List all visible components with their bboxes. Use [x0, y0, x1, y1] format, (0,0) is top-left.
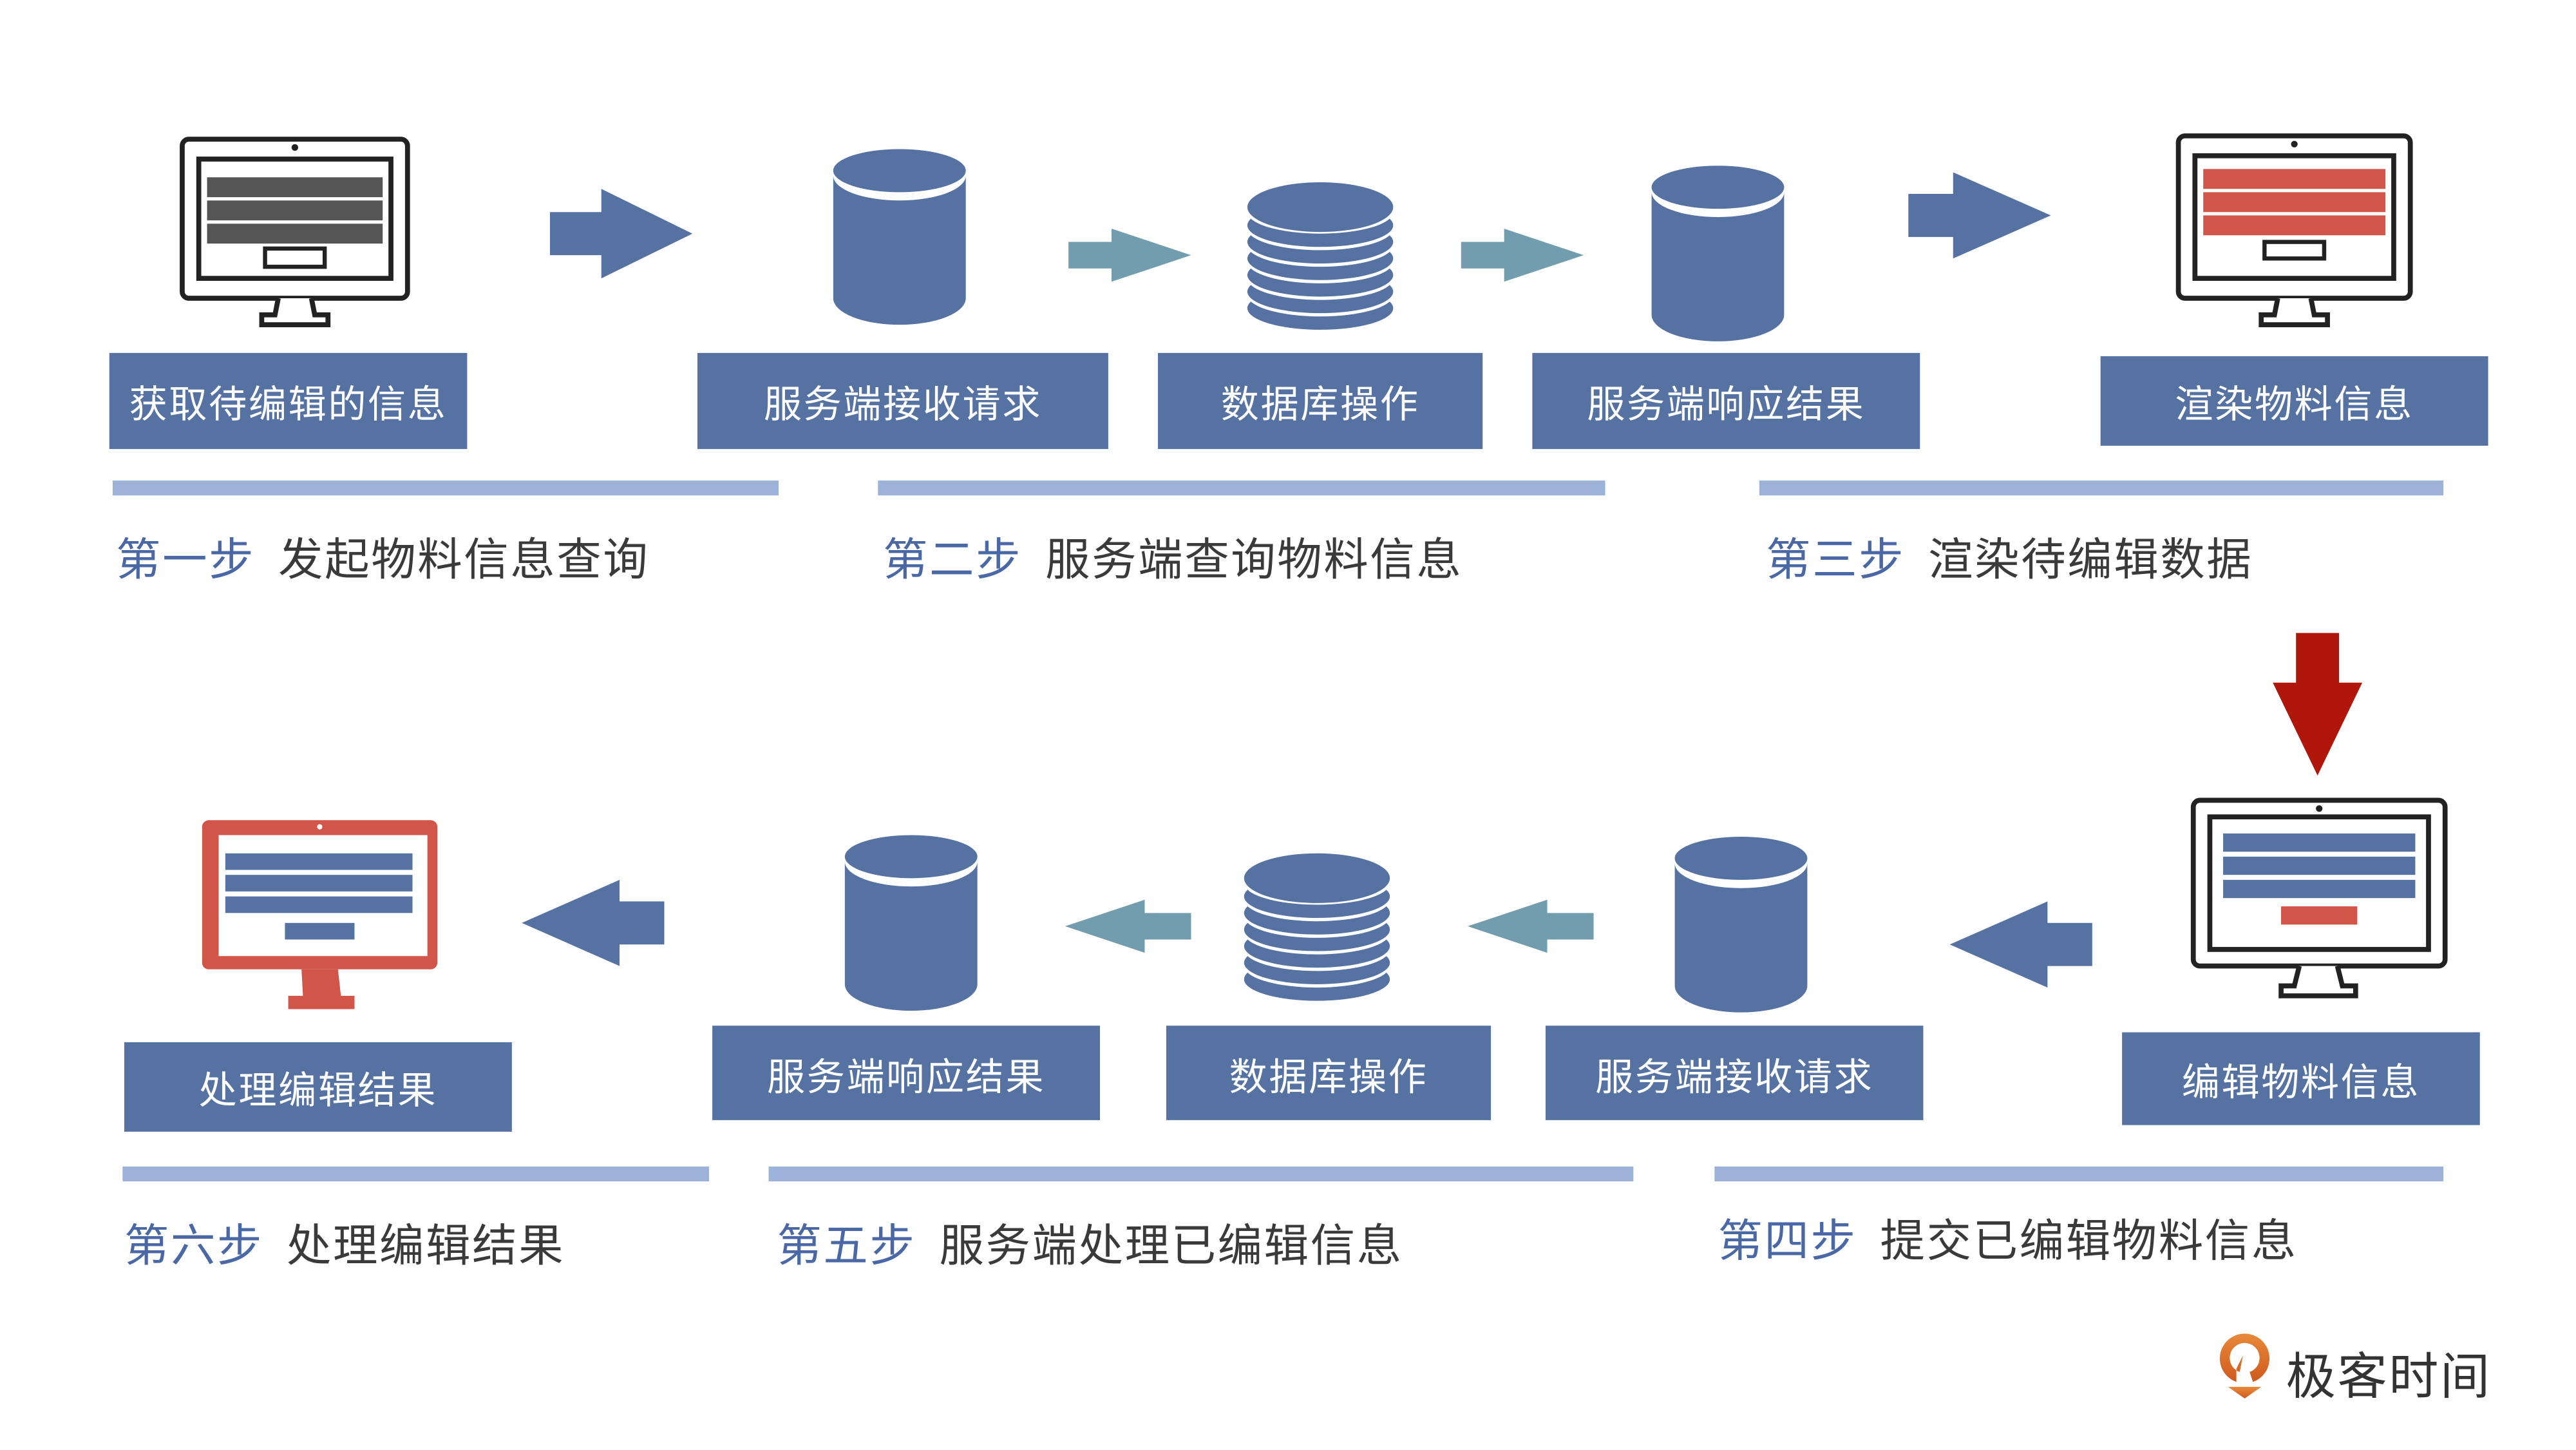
arrow-right-small-icon [1068, 228, 1191, 282]
step-title: 服务端查询物料信息 [1045, 535, 1463, 587]
box-label: 服务端响应结果 [766, 1056, 1046, 1100]
step-label-5: 第五步服务端处理已编辑信息 [777, 1210, 1403, 1274]
step-divider-bar [1714, 1166, 2444, 1182]
step-label-1: 第一步发起物料信息查询 [116, 524, 649, 588]
arrow-left-icon [522, 879, 665, 966]
step-divider-bar [122, 1166, 709, 1182]
step-number: 第四步 [1718, 1216, 1857, 1268]
box-label: 数据库操作 [1220, 384, 1420, 428]
step-title: 服务端处理已编辑信息 [939, 1221, 1403, 1273]
monitor-sketch-icon [180, 137, 410, 328]
geektime-logo-icon [2219, 1333, 2270, 1399]
database-cylinder-icon [833, 149, 966, 325]
box-label: 服务端接收请求 [1595, 1056, 1874, 1100]
box-label: 渲染物料信息 [2175, 384, 2414, 428]
arrow-left-small-icon [1065, 899, 1191, 953]
step-number: 第一步 [116, 535, 256, 587]
step-divider-bar [878, 480, 1605, 496]
step-number: 第六步 [124, 1221, 263, 1273]
step-label-2: 第二步服务端查询物料信息 [883, 524, 1463, 588]
box-label: 获取待编辑的信息 [129, 384, 448, 428]
box-label: 编辑物料信息 [2181, 1062, 2421, 1105]
arrow-right-small-icon [1461, 228, 1584, 282]
step-title: 处理编辑结果 [287, 1221, 565, 1273]
step-divider-bar [112, 480, 779, 496]
logo-text: 极客时间 [2286, 1348, 2492, 1407]
step-divider-bar [1759, 480, 2444, 496]
monitor-sketch-icon [2190, 797, 2448, 998]
step-divider-bar [768, 1166, 1634, 1182]
step-number: 第五步 [777, 1221, 916, 1273]
step-title: 提交已编辑物料信息 [1880, 1216, 2298, 1268]
monitor-red-icon [202, 820, 438, 1009]
arrow-left-icon [1949, 901, 2092, 988]
database-cylinder-icon [844, 835, 978, 1011]
arrow-right-icon [550, 189, 693, 279]
step-box-edit-info: 编辑物料信息 [2122, 1032, 2480, 1125]
database-stack-icon [1247, 182, 1394, 330]
step-box-db-operation: 数据库操作 [1166, 1025, 1492, 1120]
database-cylinder-icon [1651, 166, 1785, 341]
arrow-right-icon [1908, 172, 2051, 259]
step-box-fetch-info: 获取待编辑的信息 [109, 352, 468, 450]
arrow-left-small-icon [1468, 899, 1594, 953]
step-label-4: 第四步提交已编辑物料信息 [1718, 1205, 2297, 1269]
arrow-down-icon [2273, 633, 2363, 776]
step-box-server-respond: 服务端响应结果 [1532, 352, 1920, 450]
database-stack-icon [1244, 853, 1390, 1001]
monitor-sketch-icon [2175, 133, 2413, 328]
step-box-db-operation: 数据库操作 [1158, 352, 1483, 450]
step-box-handle-result: 处理编辑结果 [124, 1042, 512, 1132]
step-number: 第三步 [1766, 535, 1906, 587]
box-label: 处理编辑结果 [198, 1070, 438, 1114]
step-box-server-receive: 服务端接收请求 [697, 352, 1108, 450]
step-number: 第二步 [883, 535, 1023, 587]
database-cylinder-icon [1674, 837, 1808, 1013]
box-label: 数据库操作 [1229, 1056, 1428, 1100]
step-box-server-receive: 服务端接收请求 [1545, 1025, 1924, 1120]
step-box-server-respond: 服务端响应结果 [712, 1025, 1101, 1120]
step-box-render-info: 渲染物料信息 [2100, 356, 2488, 446]
step-title: 发起物料信息查询 [278, 535, 650, 587]
step-title: 渲染待编辑数据 [1928, 535, 2253, 587]
step-label-6: 第六步处理编辑结果 [124, 1210, 565, 1274]
box-label: 服务端响应结果 [1587, 384, 1866, 428]
step-label-3: 第三步渲染待编辑数据 [1766, 524, 2253, 588]
box-label: 服务端接收请求 [763, 384, 1042, 428]
